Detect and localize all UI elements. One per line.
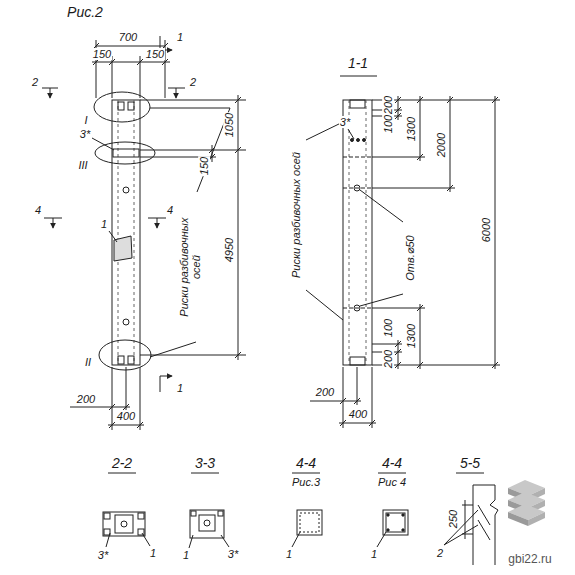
figure-ref: Рис.3 [291, 476, 321, 488]
figure-ref: Рис 4 [377, 476, 407, 488]
dimension: 100 [382, 318, 394, 338]
dimension: 2000 [435, 132, 447, 158]
dimension: 150 [145, 48, 165, 60]
dimension: 100 [382, 114, 394, 134]
section-1-1 [306, 76, 500, 428]
section-mark: 2 [31, 76, 39, 88]
dimension: 150 [92, 48, 112, 60]
section-mark: 4 [166, 204, 174, 216]
callout-number: 3* [339, 116, 351, 128]
cross-sections [103, 473, 498, 565]
callout-number: 1 [370, 548, 378, 560]
watermark: gbi22.ru [507, 553, 552, 566]
section-title: 1-1 [347, 56, 369, 71]
dimension: 200 [315, 386, 335, 398]
section-mark: 2 [189, 76, 197, 88]
callout-number: 3* [79, 128, 91, 140]
dimension: 4950 [223, 237, 235, 263]
dimension: 200 [76, 393, 96, 405]
dimension: 250 [447, 509, 459, 529]
figure-title: Рис.2 [66, 5, 104, 20]
callout-number: 3* [97, 549, 109, 561]
dimension: 400 [116, 410, 136, 422]
elevation [42, 36, 246, 430]
detail-mark: III [77, 159, 88, 171]
section-mark: 1 [176, 31, 184, 43]
axis-note: Риски разбивочных осей [290, 144, 302, 286]
section-title: 4-4 [295, 456, 317, 471]
callout-number: 1 [100, 218, 108, 230]
axis-note: Риски разбивочных осей [178, 206, 202, 328]
dimension: 150 [198, 156, 210, 176]
callout-number: 2 [436, 547, 444, 559]
dimension: 700 [118, 31, 138, 43]
watermark-logo [508, 480, 545, 526]
dimension: 200 [382, 349, 394, 369]
section-title: 3-3 [194, 456, 216, 471]
callout-number: 1 [182, 549, 190, 561]
dimension: 1050 [223, 112, 235, 138]
section-title: 5-5 [459, 456, 481, 471]
detail-mark: II [84, 356, 92, 368]
section-mark: 1 [176, 382, 184, 394]
dimension: 200 [382, 95, 394, 115]
detail-mark: I [83, 114, 88, 126]
dimension: 1300 [405, 323, 417, 349]
section-title: 4-4 [381, 456, 403, 471]
dimension: 1300 [405, 116, 417, 142]
dimension: 400 [348, 408, 368, 420]
callout-number: 1 [285, 548, 293, 560]
callout-number: 1 [149, 547, 157, 559]
callout-number: 3* [227, 548, 239, 560]
section-mark: 4 [34, 204, 42, 216]
dimension: 6000 [480, 217, 492, 243]
section-title: 2-2 [111, 456, 133, 471]
hole-note: Отв.⌀50 [404, 234, 416, 281]
